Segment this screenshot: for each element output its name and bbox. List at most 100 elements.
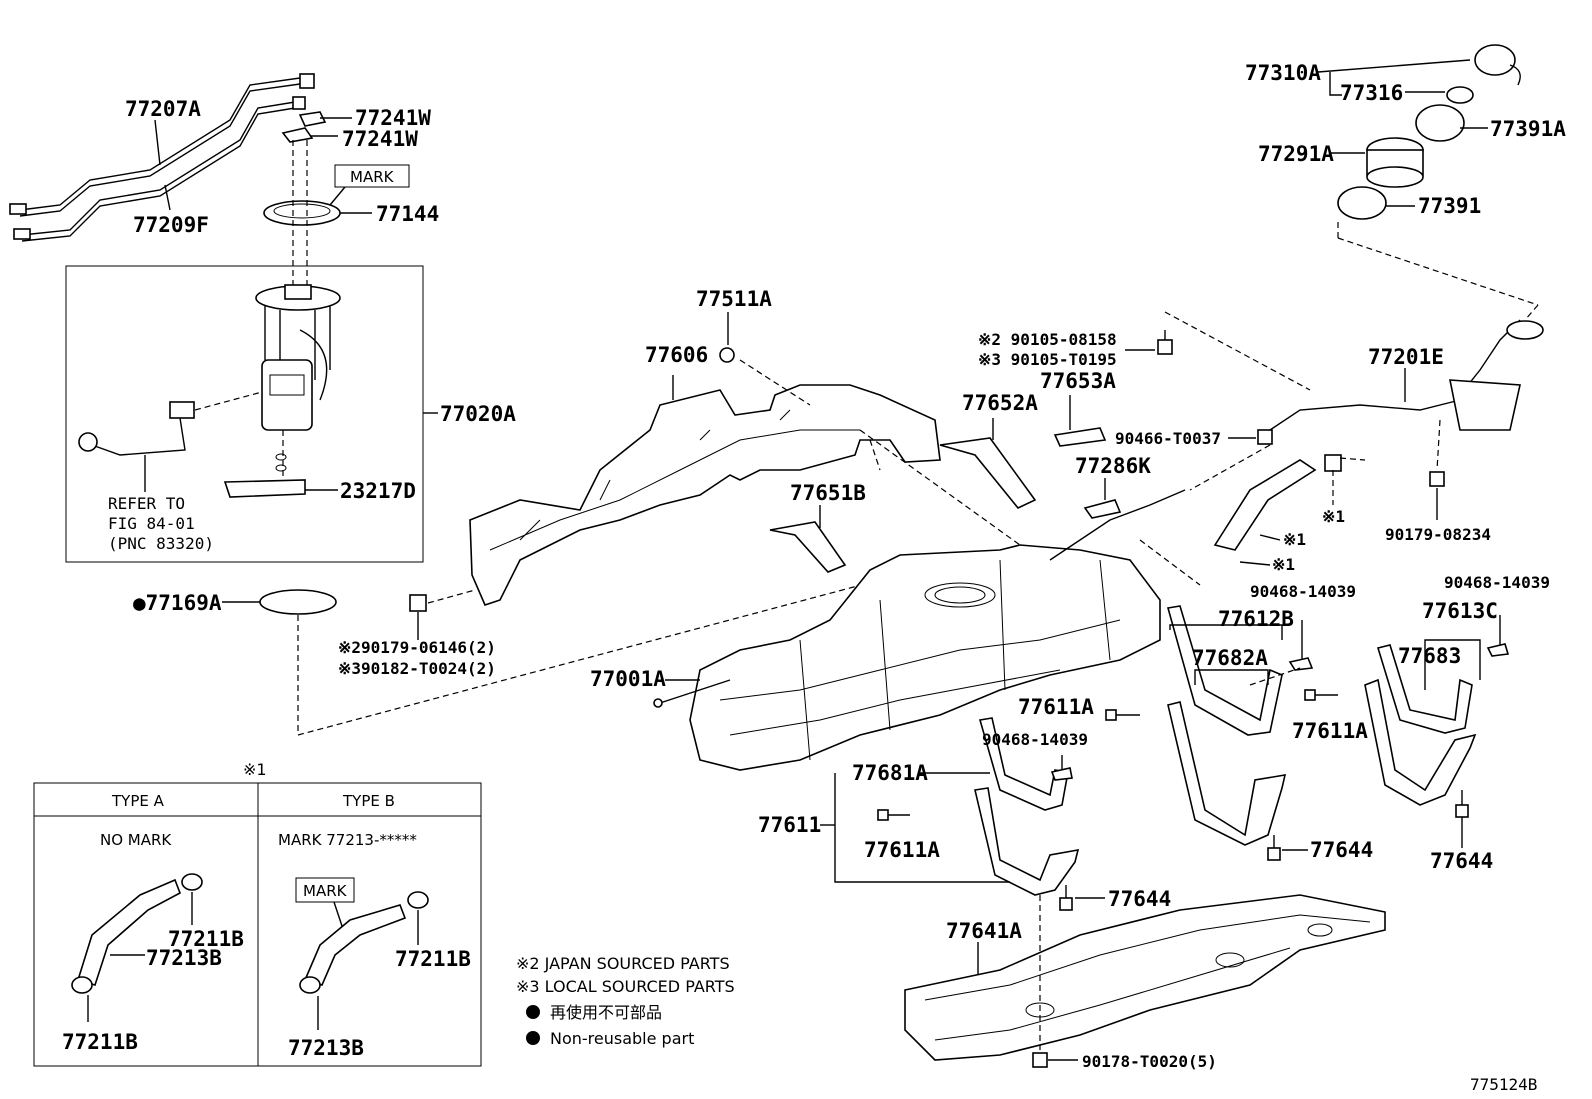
type-a-77211B-bottom: 77211B: [62, 1030, 138, 1054]
type-b-mark-box: [295, 877, 355, 903]
bolt-77611A-a: [1105, 709, 1140, 721]
pump-assembly-box: [65, 265, 424, 563]
clip-77511A: [719, 347, 735, 363]
fuel-filter-23217D: [223, 479, 306, 498]
label-77207A: 77207A: [125, 97, 201, 121]
type-b-hose: [299, 891, 429, 994]
refer-line-3: (PNC 83320): [108, 534, 214, 553]
label-77286K: 77286K: [1075, 454, 1151, 478]
label-23217D: 23217D: [340, 479, 416, 503]
mark-label: MARK: [350, 168, 395, 186]
label-77020A: 77020A: [440, 402, 516, 426]
label-77241W-a: 77241W: [355, 106, 431, 130]
label-77201E: 77201E: [1368, 345, 1444, 369]
type-a-77211B-top: 77211B: [168, 927, 244, 951]
type-a-77213B: 77213B: [146, 946, 222, 970]
bolt-77611A-c: [877, 809, 910, 821]
label-77511A: 77511A: [696, 287, 772, 311]
label-90179-08234: 90179-08234: [1385, 525, 1491, 544]
ring-77391A: [1415, 104, 1465, 142]
protector-77651B: [769, 521, 847, 573]
label-77683: 77683: [1398, 644, 1461, 668]
nut-90179-06146: [409, 594, 427, 612]
type-b-header: TYPE B: [342, 792, 395, 810]
label-77653A: 77653A: [1040, 369, 1116, 393]
label-77681A: 77681A: [852, 761, 928, 785]
label-77316: 77316: [1340, 81, 1403, 105]
label-90468-14039-a: 90468-14039: [1250, 582, 1356, 601]
bullet-icon: [526, 1005, 540, 1019]
retainer-77241W: [281, 111, 327, 143]
label-90182-T0024: ※390182-T0024(2): [338, 659, 496, 678]
hose-main: [1213, 454, 1342, 551]
type-b-mark: MARK 77213-*****: [278, 831, 417, 849]
type-a-mark: NO MARK: [100, 831, 172, 849]
bolt-77644-c: [1059, 885, 1073, 911]
sender-gauge: [78, 391, 263, 456]
label-90179-06146: ※290179-06146(2): [338, 638, 496, 657]
label-77209F: 77209F: [133, 213, 209, 237]
label-77682A: 77682A: [1192, 646, 1268, 670]
label-90105-T0195: ※3 90105-T0195: [978, 350, 1117, 369]
gasket-77316: [1446, 86, 1474, 104]
bolt-77644-a: [1267, 835, 1281, 861]
label-77611A-a: 77611A: [1018, 695, 1094, 719]
bracket-77286K: [1083, 499, 1122, 519]
bullet-icon: [526, 1031, 540, 1045]
retainer-ring-77144: [263, 200, 341, 226]
gasket-77169A: [259, 589, 337, 615]
mark-x1-a: ※1: [1322, 507, 1345, 526]
label-90468-14039-c: 90468-14039: [982, 730, 1088, 749]
nut-90178-T0020: [1032, 1052, 1048, 1068]
type-a-hose: [71, 873, 203, 994]
strap-77613C: [1364, 644, 1477, 806]
heat-protector-77606: [469, 384, 941, 606]
label-77641A: 77641A: [946, 919, 1022, 943]
bolt-77611A-b: [1304, 689, 1338, 701]
refer-line-1: REFER TO: [108, 494, 185, 513]
type-b-77213B: 77213B: [288, 1036, 364, 1060]
legend: ※2 JAPAN SOURCED PARTS ※3 LOCAL SOURCED …: [516, 954, 735, 1048]
label-77606: 77606: [645, 343, 708, 367]
label-77241W-b: 77241W: [342, 127, 418, 151]
label-90468-14039-b: 90468-14039: [1444, 573, 1550, 592]
fuel-tank-77001A: [689, 544, 1161, 771]
label-77169A: ●77169A: [133, 591, 222, 615]
label-77611A-c: 77611A: [864, 838, 940, 862]
diagram-ref-code: 775124B: [1470, 1075, 1537, 1094]
label-90178-T0020: 90178-T0020(5): [1082, 1052, 1217, 1071]
legend-nonreusable-en: Non-reusable part: [550, 1029, 694, 1048]
legend-local: ※3 LOCAL SOURCED PARTS: [516, 977, 735, 996]
ring-77391: [1337, 186, 1387, 220]
refer-line-2: FIG 84-01: [108, 514, 195, 533]
legend-nonreusable-jp: 再使用不可部品: [550, 1003, 662, 1022]
label-77644-c: 77644: [1108, 887, 1171, 911]
label-77613C: 77613C: [1422, 599, 1498, 623]
strap-77612B: [1166, 605, 1287, 846]
filler-neck-77291A: [1366, 137, 1424, 188]
line-end-fitting: [9, 203, 27, 215]
label-77644-b: 77644: [1430, 849, 1493, 873]
mark-x1-b: ※1: [1283, 530, 1306, 549]
type-table-mark: ※1: [243, 760, 267, 779]
protector-77652A: [939, 437, 1037, 509]
label-77391: 77391: [1418, 194, 1481, 218]
label-77391A: 77391A: [1490, 117, 1566, 141]
label-77612B: 77612B: [1218, 607, 1294, 631]
type-a-header: TYPE A: [111, 792, 165, 810]
label-77611: 77611: [758, 813, 821, 837]
fuel-line-77207A: [9, 73, 315, 217]
nut-90179-08234: [1429, 471, 1445, 487]
bolt-90105: [1157, 330, 1173, 355]
label-77291A: 77291A: [1258, 142, 1334, 166]
label-77310A: 77310A: [1245, 61, 1321, 85]
type-b-mark-box-label: MARK: [303, 882, 348, 900]
label-77001A: 77001A: [590, 667, 666, 691]
mark-box: [334, 164, 410, 188]
label-77652A: 77652A: [962, 391, 1038, 415]
pad-77653A: [1053, 427, 1107, 447]
fuel-line-77209F: [13, 96, 306, 242]
label-77651B: 77651B: [790, 481, 866, 505]
fuel-cap-77310A: [1474, 44, 1521, 86]
